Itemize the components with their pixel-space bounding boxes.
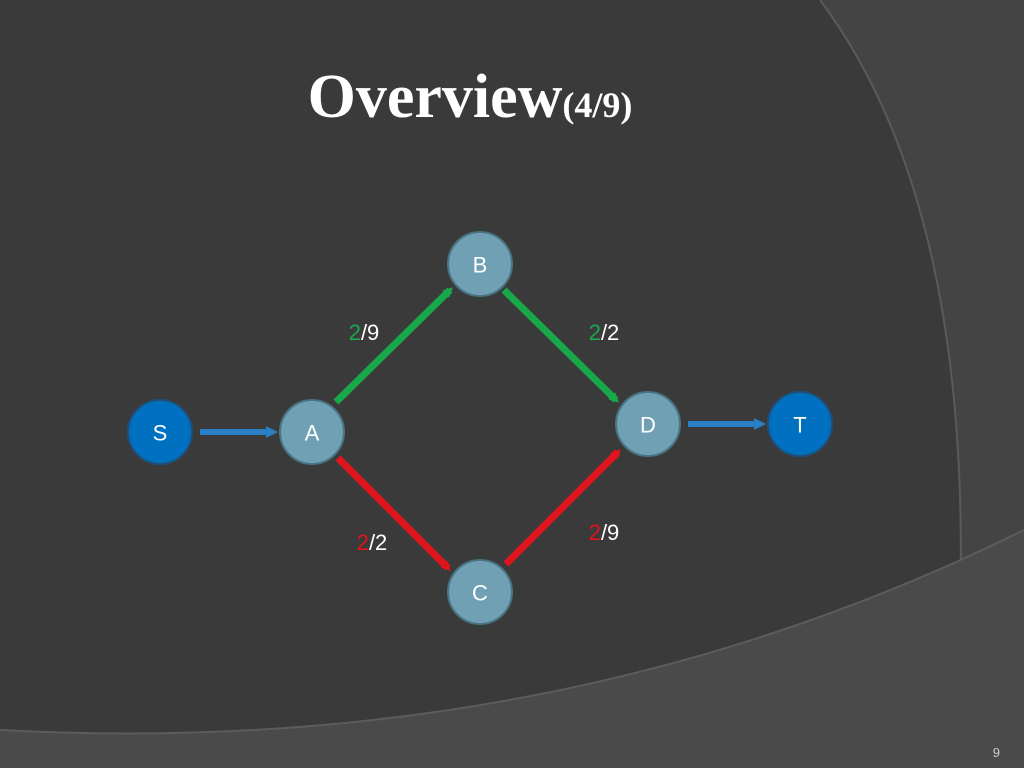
edge-flow-value: 2 <box>589 320 601 345</box>
node-circle <box>127 399 193 465</box>
node-circle <box>447 559 513 625</box>
slide-title: Overview(4/9) <box>0 62 940 133</box>
edge-label-a-b: 2/9 <box>349 320 380 345</box>
edge-capacity-value: /2 <box>369 530 387 555</box>
title-sub: (4/9) <box>562 85 633 125</box>
edge-flow-value: 2 <box>357 530 369 555</box>
node-s: S <box>127 399 193 465</box>
title-main: Overview <box>307 63 563 131</box>
edge-a-b <box>333 287 453 405</box>
node-circle <box>447 231 513 297</box>
edge-a-c <box>335 455 451 571</box>
node-b: B <box>447 231 513 297</box>
node-label: C <box>472 581 488 606</box>
node-circle <box>767 391 833 457</box>
edges <box>200 287 766 571</box>
edge-capacity-value: /2 <box>601 320 619 345</box>
page-number: 9 <box>992 745 1000 760</box>
edge-flow-value: 2 <box>589 520 601 545</box>
node-circle <box>615 391 681 457</box>
node-d: D <box>615 391 681 457</box>
node-c: C <box>447 559 513 625</box>
node-t: T <box>767 391 833 457</box>
background-arc-bottom <box>0 530 1024 768</box>
nodes: S A B C D T <box>127 231 833 625</box>
node-label: T <box>793 413 806 438</box>
edge-capacity-value: /9 <box>361 320 379 345</box>
background-arc-bottom-edge <box>0 529 1024 735</box>
node-label: S <box>153 421 168 446</box>
edge-b-d <box>501 287 619 403</box>
edge-label-c-d: 2/9 <box>589 520 620 545</box>
node-a: A <box>279 399 345 465</box>
node-circle <box>279 399 345 465</box>
node-label: D <box>640 413 656 438</box>
node-label: A <box>305 421 320 446</box>
edge-label-a-c: 2/2 <box>357 530 388 555</box>
edge-c-d <box>503 449 621 567</box>
edge-flow-value: 2 <box>349 320 361 345</box>
node-label: B <box>473 253 488 278</box>
edge-capacity-value: /9 <box>601 520 619 545</box>
edge-label-b-d: 2/2 <box>589 320 620 345</box>
